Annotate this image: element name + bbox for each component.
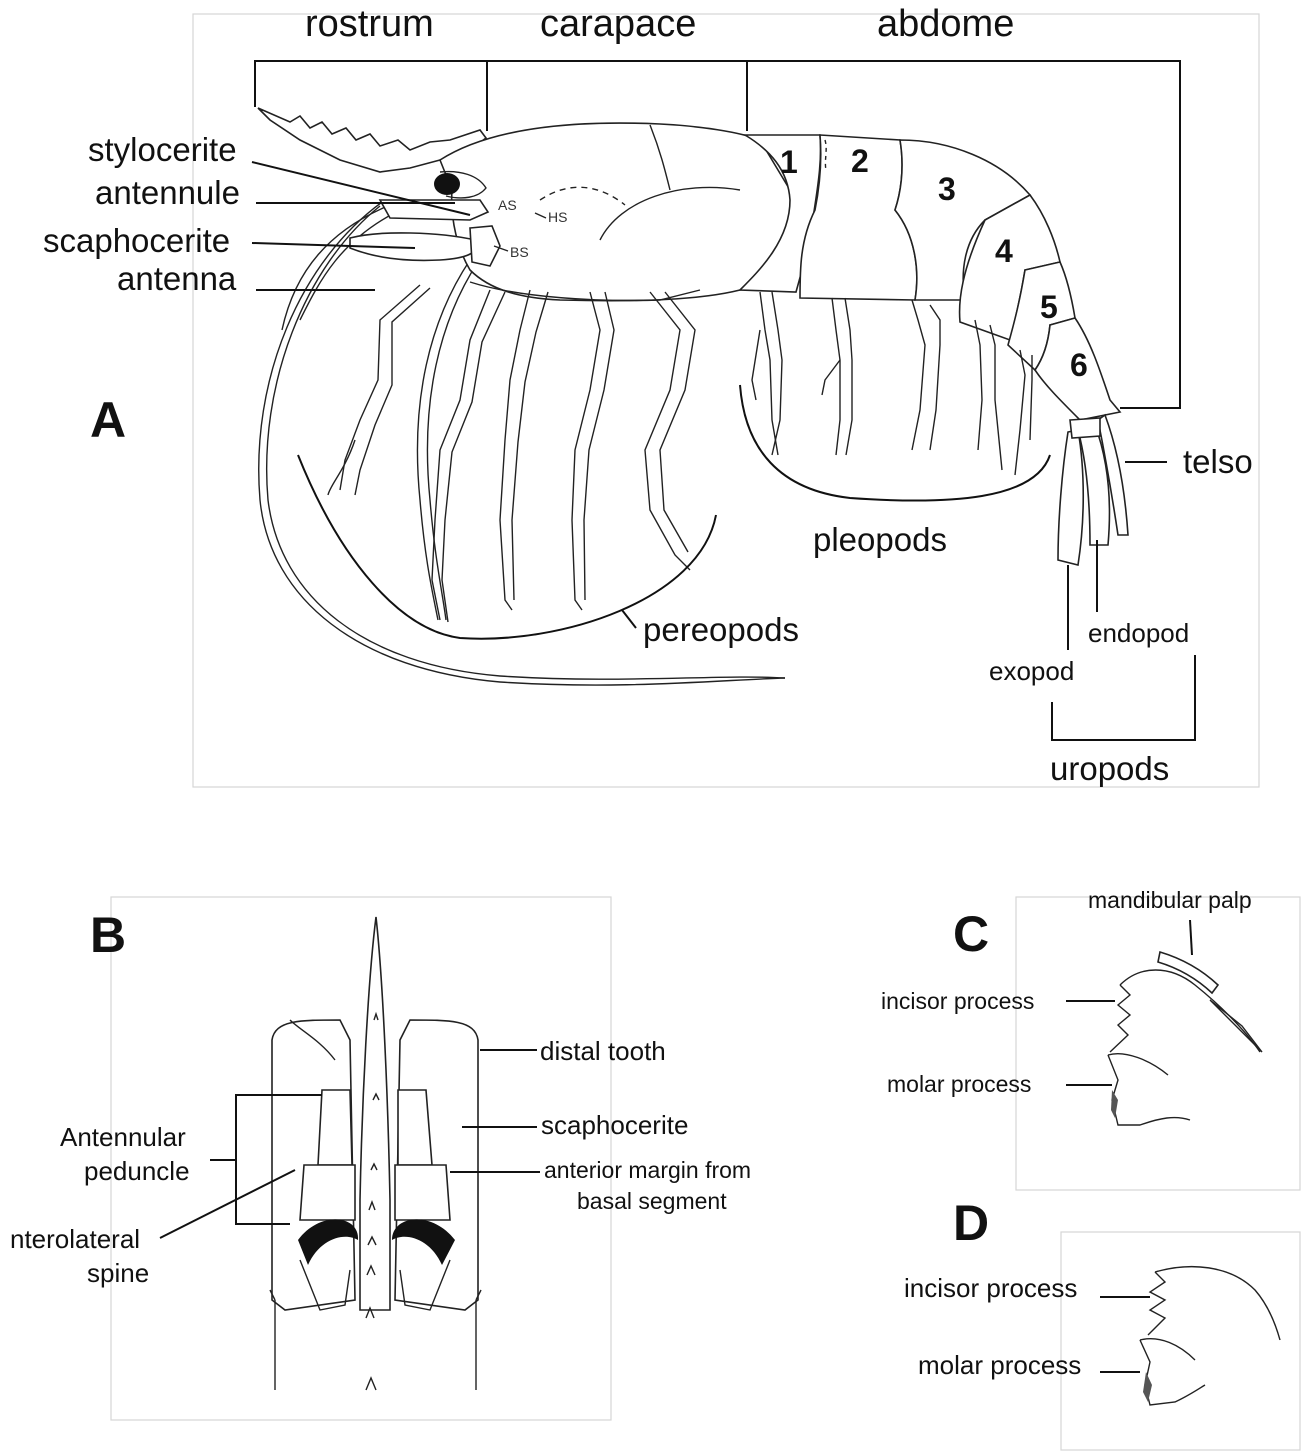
region-label-carapace: carapace (540, 3, 696, 45)
panel-a: A rostrum carapace abdome (43, 3, 1259, 787)
label-exopod: exopod (989, 656, 1074, 686)
panel-d: D incisor process molar process (904, 1195, 1300, 1450)
label-anterior-margin-line2: basal segment (577, 1188, 727, 1214)
label-stylocerite: stylocerite (88, 131, 237, 168)
label-antennular-peduncle-line1: Antennular (60, 1122, 186, 1152)
segment-number-6: 6 (1070, 347, 1088, 383)
spine-label-hs: HS (548, 209, 567, 225)
label-anterior-margin-line1: anterior margin from (544, 1157, 751, 1183)
rostrum-dorsal-drawing (270, 917, 481, 1390)
segment-number-1: 1 (780, 144, 798, 180)
label-incisor-process-c: incisor process (881, 988, 1034, 1014)
panel-a-letter: A (90, 392, 126, 448)
region-label-abdome: abdome (877, 3, 1014, 45)
label-mandibular-palp: mandibular palp (1088, 887, 1252, 913)
panel-c-frame (1016, 897, 1300, 1190)
label-distal-tooth: distal tooth (540, 1036, 666, 1066)
segment-number-2: 2 (851, 143, 869, 179)
panel-b-letter: B (90, 907, 126, 963)
label-telso: telso (1183, 443, 1253, 480)
segment-number-4: 4 (995, 233, 1013, 269)
label-anterolateral-spine-line1: nterolateral (10, 1224, 140, 1254)
segment-number-5: 5 (1040, 289, 1058, 325)
pereopods-drawing (328, 282, 700, 622)
label-scaphocerite-b: scaphocerite (541, 1110, 688, 1140)
label-incisor-process-d: incisor process (904, 1273, 1077, 1303)
label-pleopods: pleopods (813, 521, 947, 558)
label-antennular-peduncle-line2: peduncle (84, 1156, 190, 1186)
panel-c-letter: C (953, 906, 989, 962)
panel-b: B (10, 897, 751, 1420)
mandible-d-drawing (1140, 1267, 1280, 1405)
label-antenna: antenna (117, 260, 237, 297)
label-molar-process-d: molar process (918, 1350, 1081, 1380)
segment-number-3: 3 (938, 171, 956, 207)
label-pereopods: pereopods (643, 611, 799, 648)
mandible-c-drawing (1108, 952, 1262, 1125)
label-endopod: endopod (1088, 618, 1189, 648)
spine-label-as: AS (498, 197, 517, 213)
label-scaphocerite: scaphocerite (43, 222, 230, 259)
label-antennule: antennule (95, 174, 240, 211)
spine-label-bs: BS (510, 244, 529, 260)
panel-c: C mandibular palp incisor process molar … (881, 887, 1300, 1190)
panel-d-frame (1061, 1232, 1300, 1450)
label-molar-process-c: molar process (887, 1071, 1031, 1097)
panel-d-letter: D (953, 1195, 989, 1251)
label-uropods: uropods (1050, 750, 1169, 787)
label-anterolateral-spine-line2: spine (87, 1258, 149, 1288)
eye (434, 173, 460, 195)
region-label-rostrum: rostrum (305, 3, 434, 45)
